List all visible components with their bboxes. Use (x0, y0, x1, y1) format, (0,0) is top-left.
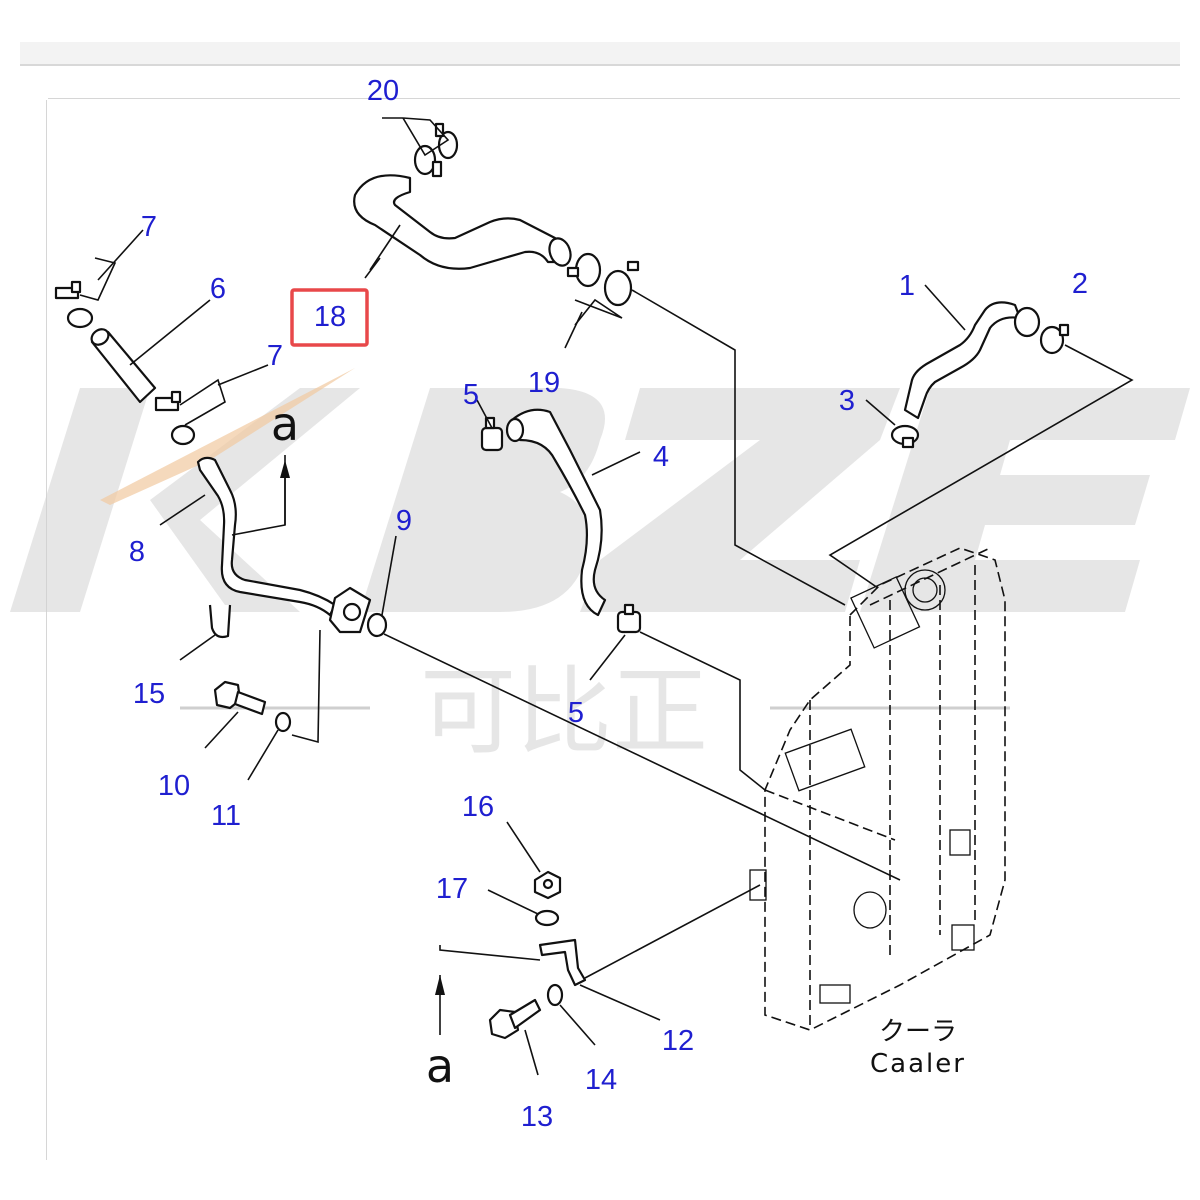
callout-1[interactable]: 1 (899, 270, 915, 302)
cooler-label-en: Caaler (870, 1049, 966, 1079)
o-ring-9[interactable] (366, 612, 388, 638)
cooler-label-jp: クーラ (879, 1017, 957, 1047)
clamp-7-lower[interactable] (154, 390, 196, 446)
clamp-5-lower[interactable] (616, 603, 642, 634)
callout-16[interactable]: 16 (462, 791, 494, 823)
callout-11[interactable]: 11 (211, 800, 241, 832)
washer-11[interactable] (274, 711, 292, 733)
callout-9[interactable]: 9 (396, 505, 412, 537)
clamp-2[interactable] (1039, 323, 1070, 355)
callout-8[interactable]: 8 (129, 536, 145, 568)
clamp-7-upper[interactable] (54, 280, 94, 329)
callout-4[interactable]: 4 (653, 441, 669, 473)
callout-18[interactable]: 18 (314, 301, 346, 333)
callout-10[interactable]: 10 (158, 770, 190, 802)
callout-5-lower[interactable]: 5 (568, 697, 584, 729)
clamp-3[interactable] (890, 424, 920, 449)
tube-8[interactable] (196, 456, 372, 634)
callout-12[interactable]: 12 (662, 1025, 694, 1057)
callout-5-upper[interactable]: 5 (463, 379, 479, 411)
callout-15[interactable]: 15 (133, 678, 165, 710)
callout-19[interactable]: 19 (528, 367, 560, 399)
callout-14[interactable]: 14 (585, 1064, 617, 1096)
callout-2[interactable]: 2 (1072, 268, 1088, 300)
watermark-cn-text: 可比正 (420, 656, 708, 768)
hose-6[interactable] (89, 326, 157, 404)
bolt-10[interactable] (213, 680, 267, 716)
callout-labels: 20 7 6 18 7 1 2 3 5 19 4 9 8 15 5 10 11 … (129, 75, 1088, 1133)
bracket-12[interactable] (538, 938, 587, 987)
leader-lines (79, 117, 1134, 1076)
washer-14[interactable] (546, 983, 564, 1007)
callout-6[interactable]: 6 (210, 273, 226, 305)
washer-17[interactable] (534, 909, 560, 927)
top-bar (20, 42, 1180, 66)
clip-15[interactable] (208, 604, 232, 639)
frame-top-line (48, 98, 1180, 99)
callout-7-upper[interactable]: 7 (141, 211, 157, 243)
callout-20[interactable]: 20 (367, 75, 399, 107)
callout-17[interactable]: 17 (436, 873, 468, 905)
callout-3[interactable]: 3 (839, 385, 855, 417)
ref-mark-a-lower: a (426, 1039, 454, 1093)
hose-1[interactable] (903, 301, 1041, 420)
hose-4[interactable] (505, 408, 607, 617)
callout-13[interactable]: 13 (521, 1101, 553, 1133)
ref-mark-a-upper: a (271, 397, 299, 451)
highlight-box-18 (290, 288, 369, 347)
bolt-13[interactable] (488, 998, 542, 1040)
nut-16[interactable] (533, 870, 562, 900)
cooler (749, 547, 1006, 1031)
callout-7-lower[interactable]: 7 (267, 340, 283, 372)
clamp-19[interactable] (566, 252, 640, 307)
frame-left-line (46, 100, 47, 1160)
hose-18[interactable] (353, 174, 574, 270)
